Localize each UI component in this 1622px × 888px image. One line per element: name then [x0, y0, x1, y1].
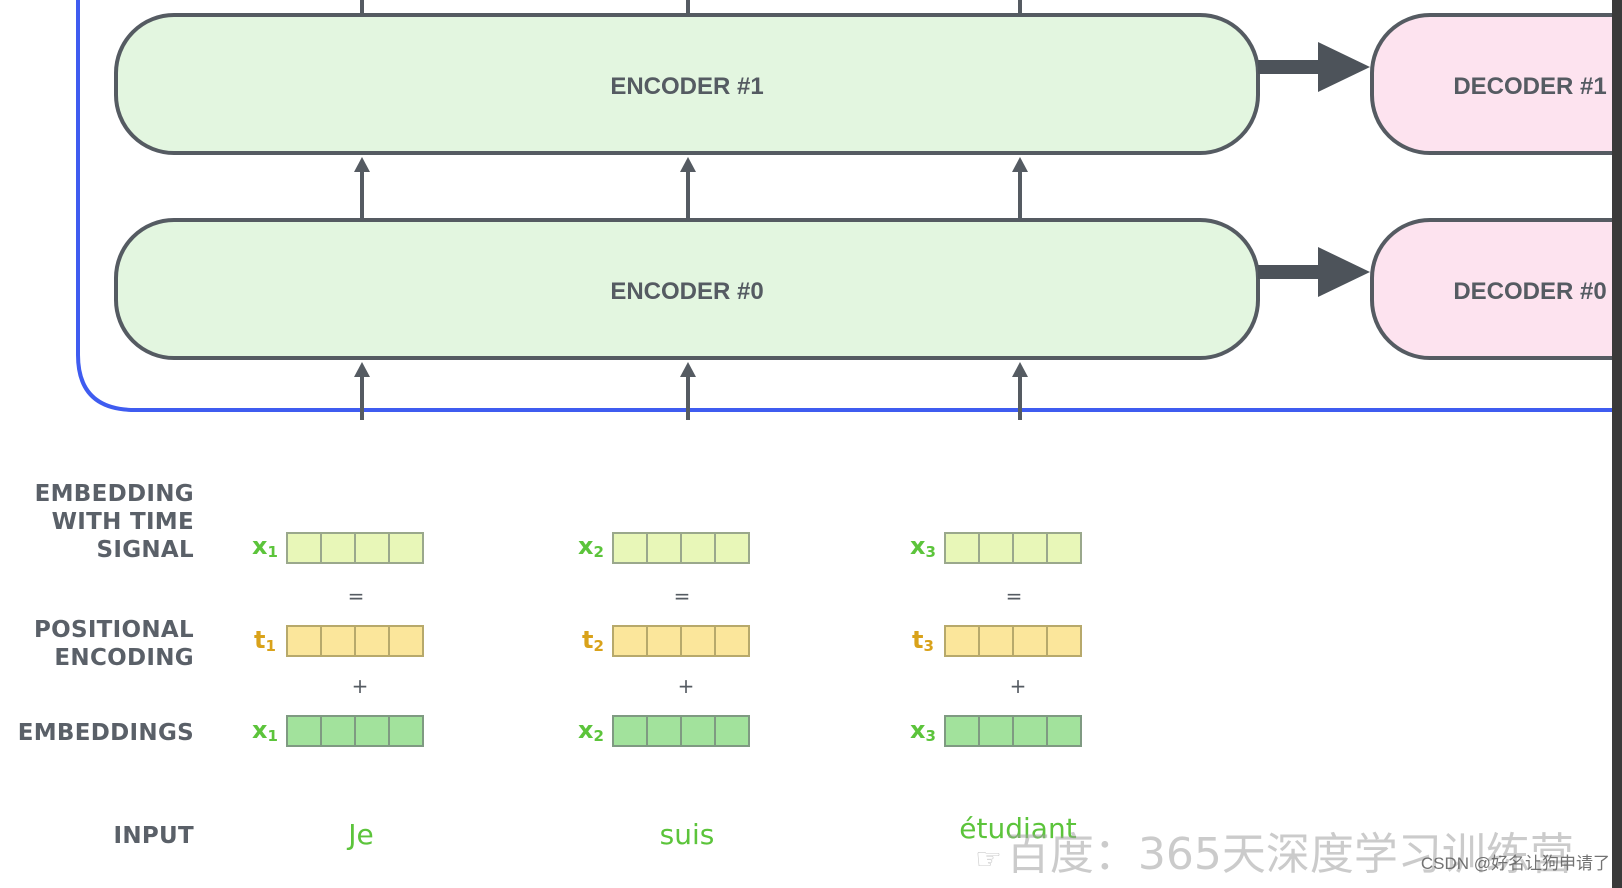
- plus-sign-3: +: [1009, 674, 1027, 698]
- positional-label-2: t2: [582, 626, 604, 655]
- decoder-1-box: [1370, 13, 1622, 155]
- input-word-1: Je: [348, 818, 374, 851]
- encoder-0-box: [114, 218, 1260, 360]
- row-label-input: INPUT: [113, 823, 194, 849]
- decoder-1-label: DECODER #1: [1453, 73, 1606, 100]
- input-word-3: étudiant: [959, 812, 1077, 845]
- embedding-vector-3: [944, 715, 1082, 747]
- positional-label-1: t1: [254, 626, 276, 655]
- embed-time-vector-1: [286, 532, 424, 564]
- arrows-enc0-to-enc1: [354, 157, 1028, 218]
- encoder-0-label: ENCODER #0: [610, 278, 763, 305]
- embed-time-label-1: x1: [252, 532, 278, 561]
- embedding-vector-2: [612, 715, 750, 747]
- decoder-0-box: [1370, 218, 1622, 360]
- positional-vector-2: [612, 625, 750, 657]
- embedding-vector-1: [286, 715, 424, 747]
- positional-vector-1: [286, 625, 424, 657]
- plus-sign-1: +: [351, 674, 369, 698]
- encoder-stack-frame: [76, 0, 1622, 412]
- equals-sign-2: =: [673, 584, 691, 608]
- arrow-enc0-to-dec0: [1258, 247, 1370, 297]
- watermark: ☞百度：365天深度学习训练营: [975, 829, 1574, 880]
- arrow-enc1-to-dec1: [1258, 42, 1370, 92]
- row-label-embeddings: EMBEDDINGS: [17, 720, 194, 746]
- embedding-label-1: x1: [252, 716, 278, 745]
- equals-sign-1: =: [347, 584, 365, 608]
- right-edge-bar: [1612, 0, 1622, 888]
- embedding-label-2: x2: [578, 716, 604, 745]
- row-label-positional-encoding: POSITIONAL ENCODING: [33, 617, 194, 671]
- encoder-1-box: [114, 13, 1260, 155]
- positional-label-3: t3: [912, 626, 934, 655]
- input-word-2: suis: [659, 818, 715, 851]
- row-label-embedding-time-signal: EMBEDDING WITH TIME SIGNAL: [34, 481, 194, 563]
- plus-sign-2: +: [677, 674, 695, 698]
- embed-time-label-2: x2: [578, 532, 604, 561]
- positional-vector-3: [944, 625, 1082, 657]
- csdn-credit: CSDN @好名让狗申请了: [1420, 854, 1610, 873]
- equals-sign-3: =: [1005, 584, 1023, 608]
- hand-pointer-icon: ☞: [975, 842, 1002, 877]
- embed-time-label-3: x3: [910, 532, 936, 561]
- embedding-label-3: x3: [910, 716, 936, 745]
- embed-time-vector-2: [612, 532, 750, 564]
- embed-time-vector-3: [944, 532, 1082, 564]
- arrows-input-to-enc0: [354, 362, 1028, 420]
- encoder-1-label: ENCODER #1: [610, 73, 763, 100]
- decoder-0-label: DECODER #0: [1453, 278, 1606, 305]
